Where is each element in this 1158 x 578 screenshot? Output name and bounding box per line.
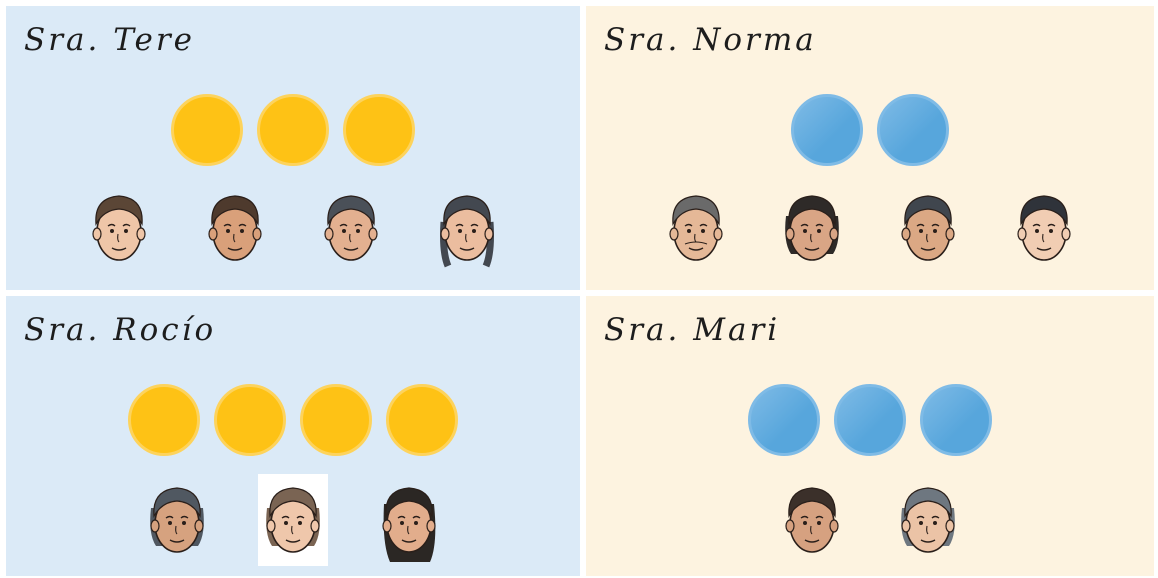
counter-row: [586, 94, 1154, 166]
face-row: [586, 474, 1154, 566]
blue-circle-icon: [791, 94, 863, 166]
boy-face-icon: [777, 474, 847, 566]
face-row: [6, 474, 580, 566]
yellow-circle-icon: [300, 384, 372, 456]
girl-braids-face-icon: [432, 182, 502, 274]
yellow-circle-icon: [214, 384, 286, 456]
yellow-circle-icon: [386, 384, 458, 456]
face-row: [586, 182, 1154, 274]
long-hair-face-icon: [374, 474, 444, 566]
panel-sra-mari: Sra. Mari: [586, 296, 1154, 576]
woman-face-icon: [777, 182, 847, 274]
panel-title: Sra. Mari: [604, 312, 780, 348]
boy-face-icon: [1009, 182, 1079, 274]
panel-title: Sra. Norma: [604, 22, 817, 58]
face-row: [6, 182, 580, 274]
panel-sra-tere: Sra. Tere: [6, 6, 580, 290]
counter-row: [586, 384, 1154, 456]
yellow-circle-icon: [343, 94, 415, 166]
yellow-circle-icon: [171, 94, 243, 166]
boy-face-icon: [316, 182, 386, 274]
blue-circle-icon: [877, 94, 949, 166]
boy-face-icon: [84, 182, 154, 274]
boy-face-icon: [893, 182, 963, 274]
man-face-icon: [661, 182, 731, 274]
woman-face-icon: [142, 474, 212, 566]
yellow-circle-icon: [257, 94, 329, 166]
blue-circle-icon: [920, 384, 992, 456]
girl-face-icon: [258, 474, 328, 566]
yellow-circle-icon: [128, 384, 200, 456]
blue-circle-icon: [748, 384, 820, 456]
panel-sra-norma: Sra. Norma: [586, 6, 1154, 290]
counter-row: [6, 384, 580, 456]
boy-face-icon: [200, 182, 270, 274]
panel-title: Sra. Rocío: [24, 312, 216, 348]
panel-sra-rocio: Sra. Rocío: [6, 296, 580, 576]
woman-face-icon: [893, 474, 963, 566]
counter-row: [6, 94, 580, 166]
blue-circle-icon: [834, 384, 906, 456]
panel-title: Sra. Tere: [24, 22, 195, 58]
